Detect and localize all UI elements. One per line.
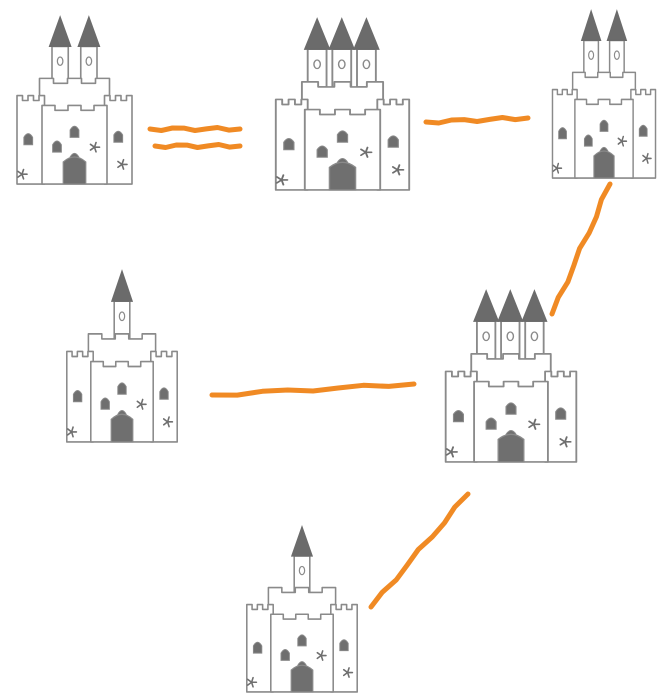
castle-drawing bbox=[66, 269, 178, 443]
connector-line bbox=[209, 381, 417, 398]
connector-line bbox=[549, 181, 613, 317]
connector-line bbox=[368, 491, 471, 610]
castle-drawing bbox=[274, 17, 411, 191]
connector-line bbox=[423, 115, 531, 126]
castle-drawing bbox=[16, 15, 133, 185]
connector-line bbox=[147, 125, 243, 150]
castle-drawing bbox=[246, 525, 358, 693]
castle-drawing bbox=[551, 9, 657, 179]
castle-drawing bbox=[444, 289, 578, 463]
